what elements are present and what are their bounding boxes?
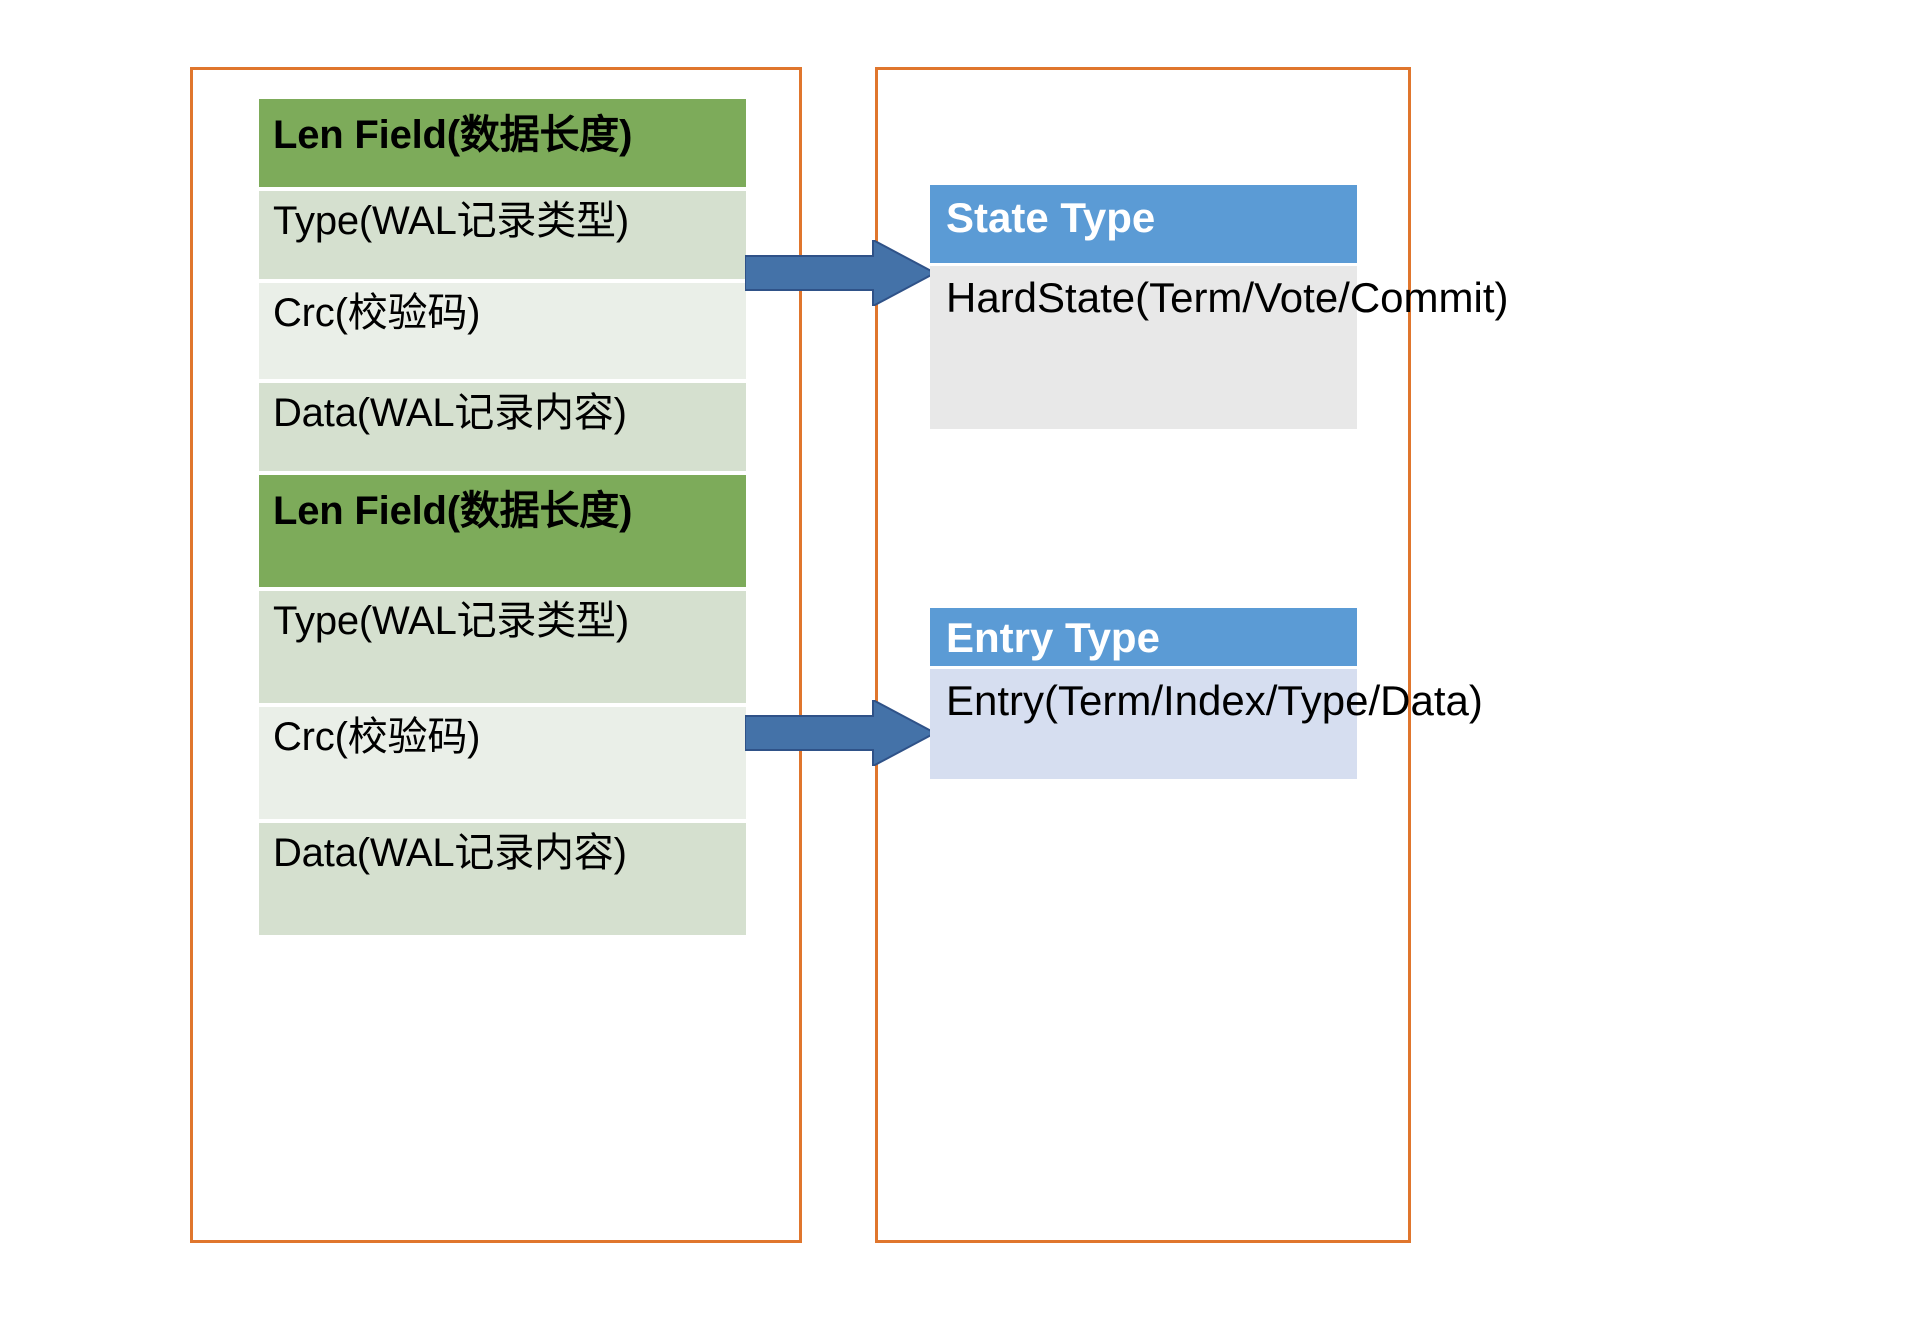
state-type-body: HardState(Term/Vote/Commit) — [930, 266, 1509, 429]
entry-type-card: Entry Type Entry(Term/Index/Type/Data) — [930, 608, 1483, 779]
state-type-card: State Type HardState(Term/Vote/Commit) — [930, 185, 1509, 429]
wal-row-label: Len Field(数据长度) — [273, 113, 633, 157]
wal-row-crc-1: Crc(校验码) — [259, 283, 746, 379]
wal-record-panel — [190, 67, 802, 1243]
wal-row-type-1: Type(WAL记录类型) — [259, 191, 746, 279]
wal-row-label: Crc(校验码) — [273, 715, 481, 759]
wal-row-crc-2: Crc(校验码) — [259, 707, 746, 819]
wal-row-type-2: Type(WAL记录类型) — [259, 591, 746, 703]
state-type-header: State Type — [930, 185, 1357, 263]
wal-row-len-field-2: Len Field(数据长度) — [259, 475, 746, 587]
wal-row-label: Data(WAL记录内容) — [273, 831, 627, 875]
wal-record-field-table: Len Field(数据长度) Type(WAL记录类型) Crc(校验码) D… — [259, 99, 746, 939]
arrow-to-state-type-icon — [744, 238, 938, 308]
wal-row-len-field-1: Len Field(数据长度) — [259, 99, 746, 187]
entry-type-body: Entry(Term/Index/Type/Data) — [930, 669, 1483, 779]
record-type-panel — [875, 67, 1411, 1243]
wal-row-label: Crc(校验码) — [273, 291, 481, 335]
wal-row-data-2: Data(WAL记录内容) — [259, 823, 746, 935]
wal-row-label: Data(WAL记录内容) — [273, 391, 627, 435]
arrow-to-entry-type-icon — [744, 698, 938, 768]
wal-row-label: Len Field(数据长度) — [273, 489, 633, 533]
wal-row-label: Type(WAL记录类型) — [273, 199, 629, 243]
entry-type-header: Entry Type — [930, 608, 1357, 666]
wal-row-data-1: Data(WAL记录内容) — [259, 383, 746, 471]
wal-row-label: Type(WAL记录类型) — [273, 599, 629, 643]
